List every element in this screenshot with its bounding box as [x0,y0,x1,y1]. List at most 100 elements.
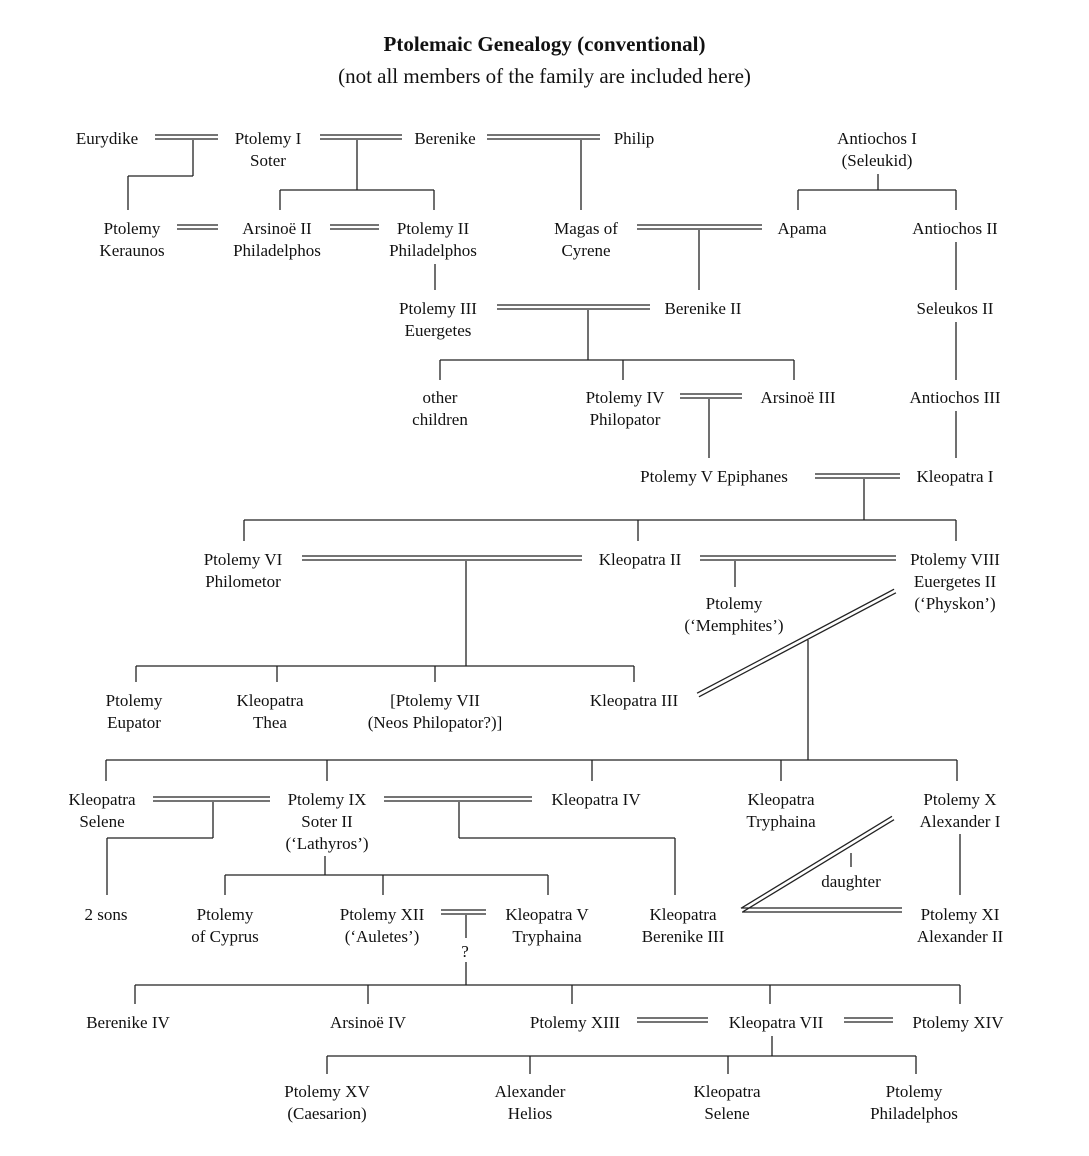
person-label-line: Arsinoë II [242,219,312,238]
person-label-line: Philadelphos [389,241,477,260]
person-kleopatra4: Kleopatra IV [551,789,640,811]
person-label-line: Berenike [414,129,476,148]
person-label-line: Keraunos [99,241,165,260]
person-ptolemy13: Ptolemy XIII [530,1012,620,1034]
person-label-line: Berenike IV [86,1013,170,1032]
person-label-line: Kleopatra IV [551,790,641,809]
person-label-line: Kleopatra [693,1082,761,1101]
person-kleopatra5: Kleopatra V Tryphaina [505,904,588,948]
person-ptolemy5: Ptolemy V Epiphanes [640,466,788,488]
person-kleopatra7: Kleopatra VII [729,1012,824,1034]
person-label-line: Ptolemy [196,905,254,924]
person-antiochos2: Antiochos II [912,218,997,240]
person-label-line: Berenike II [664,299,742,318]
diagram-subtitle: (not all members of the family are inclu… [338,64,751,88]
person-ptolemy2: Ptolemy II Philadelphos [389,218,477,262]
person-label-line: Kleopatra V [505,905,589,924]
person-label-line: Ptolemy XIV [912,1013,1004,1032]
person-question: ? [461,941,469,963]
person-label-line: Kleopatra II [598,550,682,569]
marriage-line [698,592,897,698]
person-label-line: (Caesarion) [287,1104,367,1123]
person-berenike2: Berenike II [665,298,742,320]
person-berenike1: Berenike [414,128,475,150]
person-label-line: (‘Auletes’) [344,927,420,946]
person-label-line: Ptolemy VIII [910,550,1000,569]
person-label-line: children [412,410,468,429]
person-label-line: Kleopatra III [589,691,679,710]
person-arsinoe4: Arsinoë IV [330,1012,406,1034]
person-label-line: Ptolemy VI [203,550,283,569]
person-eurydike: Eurydike [76,128,138,150]
person-label-line: Ptolemy I [234,129,302,148]
person-label-line: Kleopatra [649,905,717,924]
person-label-line: Ptolemy XIII [529,1013,621,1032]
marriage-line [742,819,895,913]
person-label-line: [Ptolemy VII [390,691,480,710]
diagram-title: Ptolemaic Genealogy (conventional) [383,32,706,56]
person-label-line: Arsinoë III [760,388,836,407]
person-label-line: Euergetes II [913,572,997,591]
person-label-line: Antiochos I [837,129,917,148]
person-label-line: Ptolemy X [923,790,997,809]
person-label-line: Ptolemy II [396,219,470,238]
person-label-line: Seleukos II [916,299,994,318]
person-label-line: Helios [507,1104,553,1123]
person-label-line: Selene [79,812,125,831]
person-label-line: other [422,388,458,407]
person-label-line: Ptolemy [705,594,763,613]
person-memphites: Ptolemy (‘Memphites’) [684,593,783,637]
person-label-line: Antiochos III [909,388,1001,407]
person-label-line: Arsinoë IV [329,1013,407,1032]
person-label-line: (‘Lathyros’) [285,834,369,853]
person-label-line: Kleopatra [68,790,136,809]
person-berenike4: Berenike IV [86,1012,170,1034]
person-ptolemy12: Ptolemy XII (‘Auletes’) [340,904,425,948]
person-label-line: (‘Memphites’) [684,616,784,635]
person-label-line: Apama [777,219,827,238]
person-label-line: (‘Physkon’) [914,594,996,613]
person-label-line: Ptolemy IX [287,790,367,809]
person-label-line: Philip [613,129,655,148]
person-label-line: Philometor [205,572,281,591]
person-other-children: other children [412,387,468,431]
person-label-line: Ptolemy [103,219,161,238]
person-label-line: Antiochos II [912,219,998,238]
person-label-line: (Seleukid) [841,151,913,170]
person-label-line: (Neos Philopator?)] [367,713,503,732]
person-ptolemy7: [Ptolemy VII (Neos Philopator?)] [368,690,503,734]
person-daughter: daughter [821,871,880,893]
person-ptolemy1: Ptolemy I Soter [235,128,302,172]
person-apama: Apama [777,218,826,240]
person-label-line: Thea [253,713,287,732]
person-label-line: Ptolemy XII [339,905,425,924]
person-label-line: Ptolemy [885,1082,943,1101]
person-label-line: Ptolemy [105,691,163,710]
person-label-line: Alexander I [919,812,1001,831]
person-kleopatra1: Kleopatra I [917,466,994,488]
person-label-line: Kleopatra [236,691,304,710]
person-label-line: Soter [250,151,286,170]
person-label-line: daughter [821,872,881,891]
marriage-line [696,588,895,694]
person-two-sons: 2 sons [85,904,128,926]
person-ptolemy6: Ptolemy VI Philometor [204,549,283,593]
person-kleopatra2: Kleopatra II [599,549,682,571]
person-label-line: Berenike III [641,927,725,946]
person-kleopatra3: Kleopatra III [590,690,678,712]
person-label-line: Ptolemy XV [284,1082,370,1101]
person-label-line: Tryphaina [512,927,582,946]
person-label-line: 2 sons [84,905,128,924]
